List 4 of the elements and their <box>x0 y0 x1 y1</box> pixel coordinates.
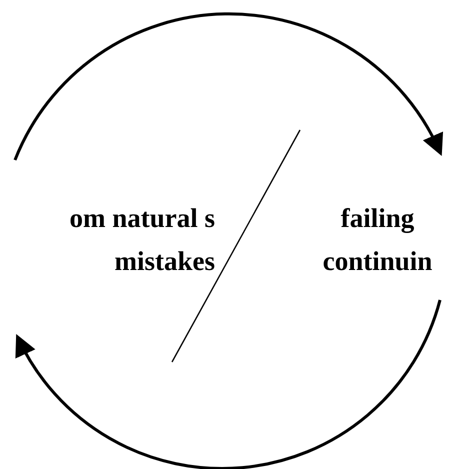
cycle-arrow <box>16 300 442 469</box>
cycle-label: failing continuin <box>322 202 434 278</box>
cycle-arrow <box>14 12 442 161</box>
cycle-label: om natural s mistakes <box>68 202 215 278</box>
